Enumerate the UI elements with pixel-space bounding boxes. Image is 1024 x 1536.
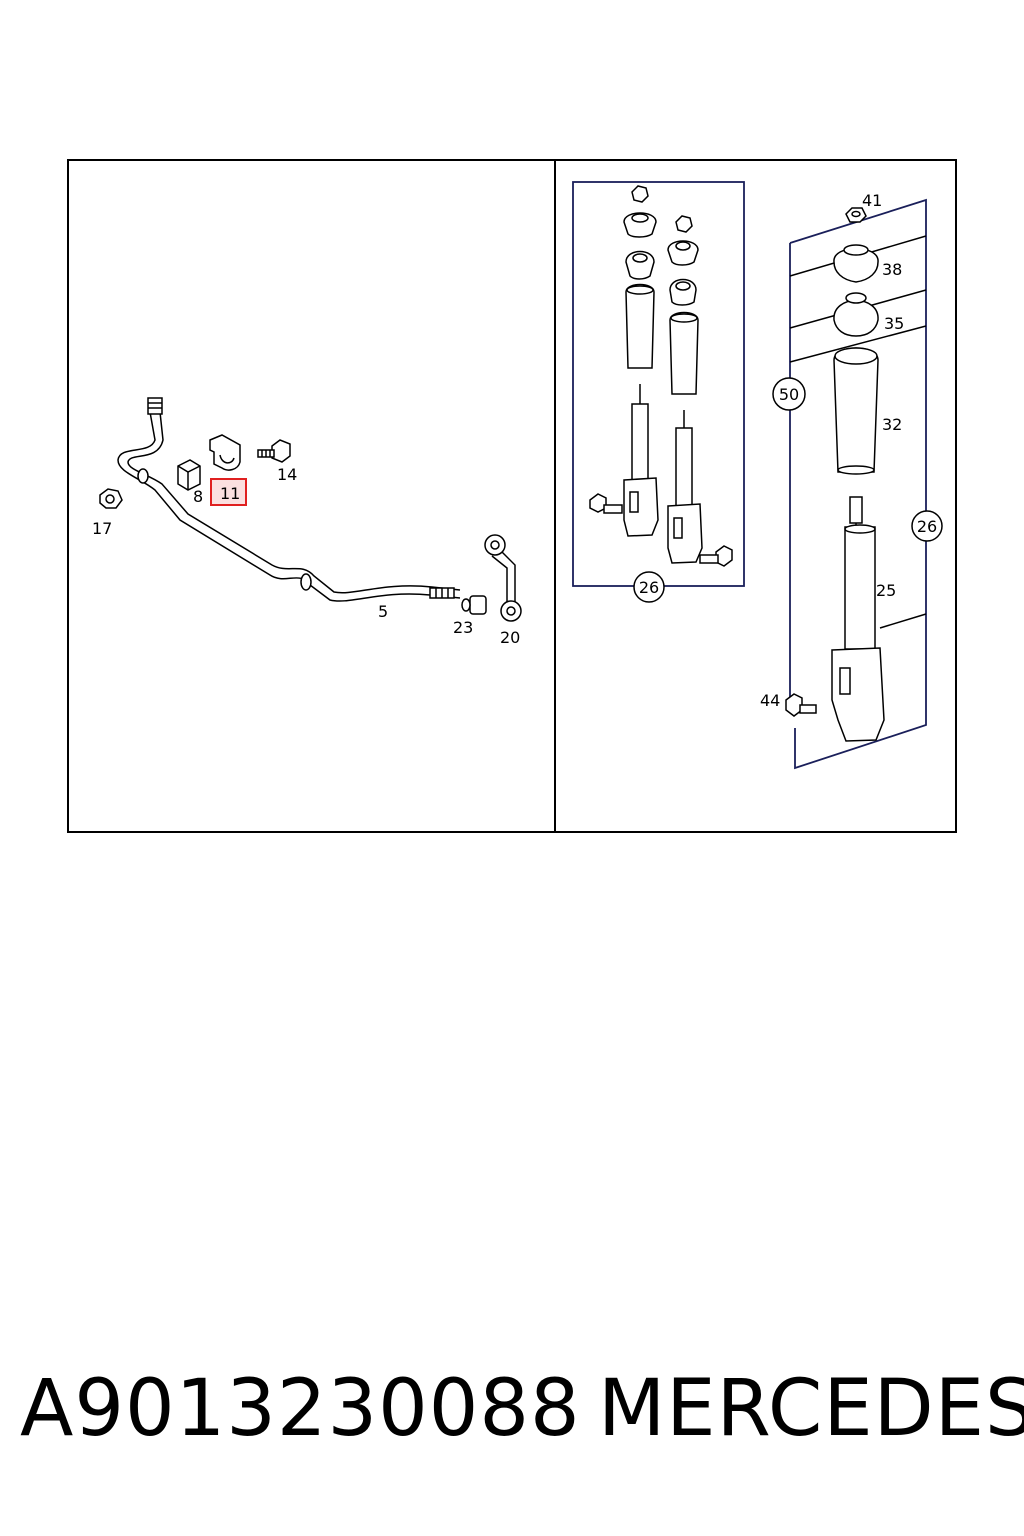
label-5: 5 (378, 602, 388, 621)
clamp-bracket-11-icon (209, 434, 241, 471)
brand-caption: MERCEDES (598, 1364, 1024, 1454)
label-8: 8 (193, 487, 203, 506)
label-17: 17 (92, 519, 112, 538)
label-38: 38 (882, 260, 902, 279)
nut-17-icon (99, 488, 123, 509)
label-11: 11 (220, 484, 240, 503)
label-50: 50 (779, 385, 799, 404)
label-41: 41 (862, 191, 882, 210)
stabilizer-link-20-icon (484, 534, 522, 622)
middle-panel-frame (572, 181, 745, 587)
diagram-frame (67, 159, 957, 833)
bubble-50 (772, 377, 806, 411)
stabilizer-bar-group (117, 397, 461, 602)
label-26-right: 26 (917, 517, 937, 536)
bubble-26-middle (633, 571, 665, 603)
label-20: 20 (500, 628, 520, 647)
label-32: 32 (882, 415, 902, 434)
bushing-8-icon (177, 459, 201, 491)
right-panel-frame (789, 198, 927, 770)
bubble-26-right (911, 510, 943, 542)
strut-set-left-icon (589, 185, 659, 537)
bushing-23-icon (461, 595, 487, 615)
label-26-middle: 26 (639, 578, 659, 597)
part-number-caption: A9013230088 (20, 1364, 581, 1454)
label-25: 25 (876, 581, 896, 600)
highlight-box-11 (210, 478, 247, 506)
label-35: 35 (884, 314, 904, 333)
strut-set-right-icon (667, 215, 733, 567)
bolt-14-icon (257, 439, 291, 463)
label-14: 14 (277, 465, 297, 484)
label-23: 23 (453, 618, 473, 637)
strut-exploded-icon (785, 207, 885, 742)
label-44: 44 (760, 691, 780, 710)
